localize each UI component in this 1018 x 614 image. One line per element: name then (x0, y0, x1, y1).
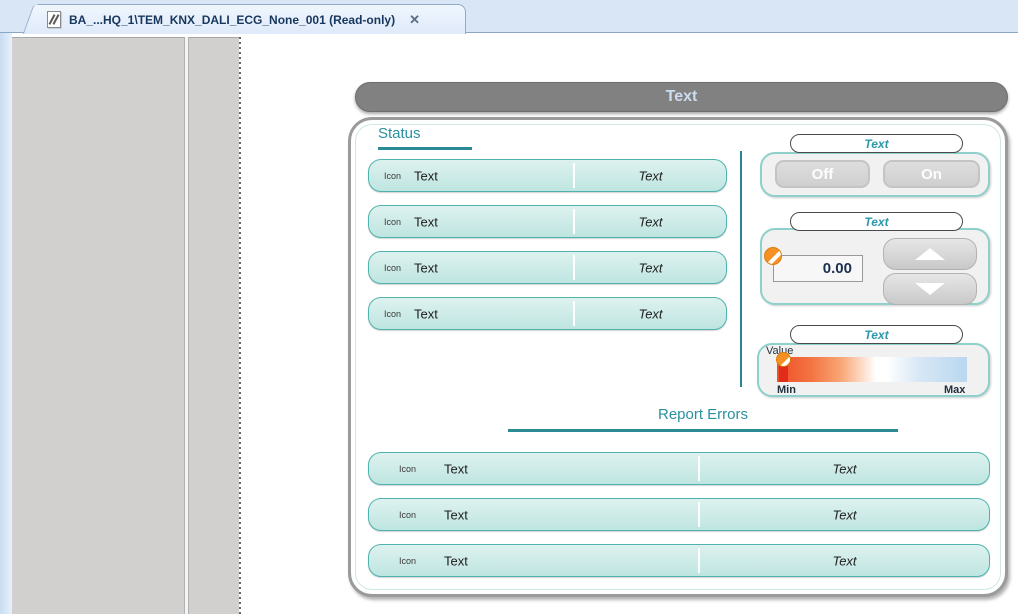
row-label: Text (444, 553, 468, 568)
row-label: Text (444, 461, 468, 476)
document-tab[interactable]: BA_...HQ_1\TEM_KNX_DALI_ECG_None_001 (Re… (36, 4, 466, 34)
status-row: Icon Text Text (368, 251, 727, 284)
cell-divider (573, 301, 575, 326)
cell-divider (573, 209, 575, 234)
row-icon-placeholder: Icon (384, 308, 402, 319)
status-heading: Status (378, 125, 421, 142)
row-value: Text (832, 461, 857, 476)
panel-splitter[interactable] (184, 37, 189, 614)
error-row: Icon Text Text (368, 452, 990, 485)
gradient-scale-bar (777, 357, 967, 382)
spinner-group-label-text: Text (864, 214, 889, 229)
no-entry-icon (764, 247, 782, 265)
increment-button[interactable] (883, 238, 977, 270)
row-value: Text (638, 214, 663, 229)
gradient-group-label: Text (790, 325, 963, 344)
cell-divider (698, 548, 700, 573)
value-marker (779, 357, 788, 382)
report-errors-heading: Report Errors (657, 406, 749, 423)
cell-divider (698, 456, 700, 481)
row-icon-placeholder: Icon (384, 262, 402, 273)
gradient-max-label: Max (944, 384, 966, 396)
template-title: Text (665, 88, 698, 105)
spinner-group-label: Text (790, 212, 963, 231)
tab-title: BA_...HQ_1\TEM_KNX_DALI_ECG_None_001 (Re… (69, 12, 396, 27)
row-value: Text (832, 553, 857, 568)
tab-strip: BA_...HQ_1\TEM_KNX_DALI_ECG_None_001 (Re… (0, 0, 1018, 34)
status-row: Icon Text Text (368, 205, 727, 238)
error-row: Icon Text Text (368, 498, 990, 531)
row-value: Text (638, 306, 663, 321)
status-row: Icon Text Text (368, 297, 727, 330)
left-dock-panel-secondary (189, 37, 239, 614)
error-row: Icon Text Text (368, 544, 990, 577)
status-heading-rule (378, 147, 472, 150)
report-errors-heading-rule (508, 429, 898, 432)
template-title-bar: Text (355, 82, 1008, 112)
row-label: Text (414, 260, 438, 275)
row-value: Text (832, 507, 857, 522)
row-value: Text (638, 260, 663, 275)
close-icon[interactable]: ✕ (409, 12, 420, 27)
arrow-up-icon (915, 248, 945, 260)
row-label: Text (444, 507, 468, 522)
row-icon-placeholder: Icon (384, 216, 402, 227)
row-icon-placeholder: Icon (399, 509, 417, 520)
on-button[interactable]: On (883, 160, 980, 188)
row-label: Text (414, 168, 438, 183)
row-label: Text (414, 306, 438, 321)
off-button[interactable]: Off (775, 160, 870, 188)
row-label: Text (414, 214, 438, 229)
row-icon-placeholder: Icon (399, 463, 417, 474)
cell-divider (573, 163, 575, 188)
row-icon-placeholder: Icon (399, 555, 417, 566)
status-row: Icon Text Text (368, 159, 727, 192)
value-input[interactable]: 0.00 (773, 255, 863, 282)
cell-divider (698, 502, 700, 527)
decrement-button[interactable] (883, 273, 977, 305)
row-value: Text (638, 168, 663, 183)
gradient-min-label: Min (777, 384, 796, 396)
section-divider (740, 151, 742, 387)
no-entry-icon (776, 352, 791, 367)
left-dock-panel (12, 37, 184, 614)
row-icon-placeholder: Icon (384, 170, 402, 181)
arrow-down-icon (915, 283, 945, 295)
switch-group-label: Text (790, 134, 963, 153)
page-boundary-guide (239, 37, 241, 614)
cell-divider (573, 255, 575, 280)
document-icon (47, 11, 61, 28)
window-frame-edge (0, 33, 12, 614)
gradient-group-label-text: Text (864, 327, 889, 342)
switch-group-label-text: Text (864, 136, 889, 151)
